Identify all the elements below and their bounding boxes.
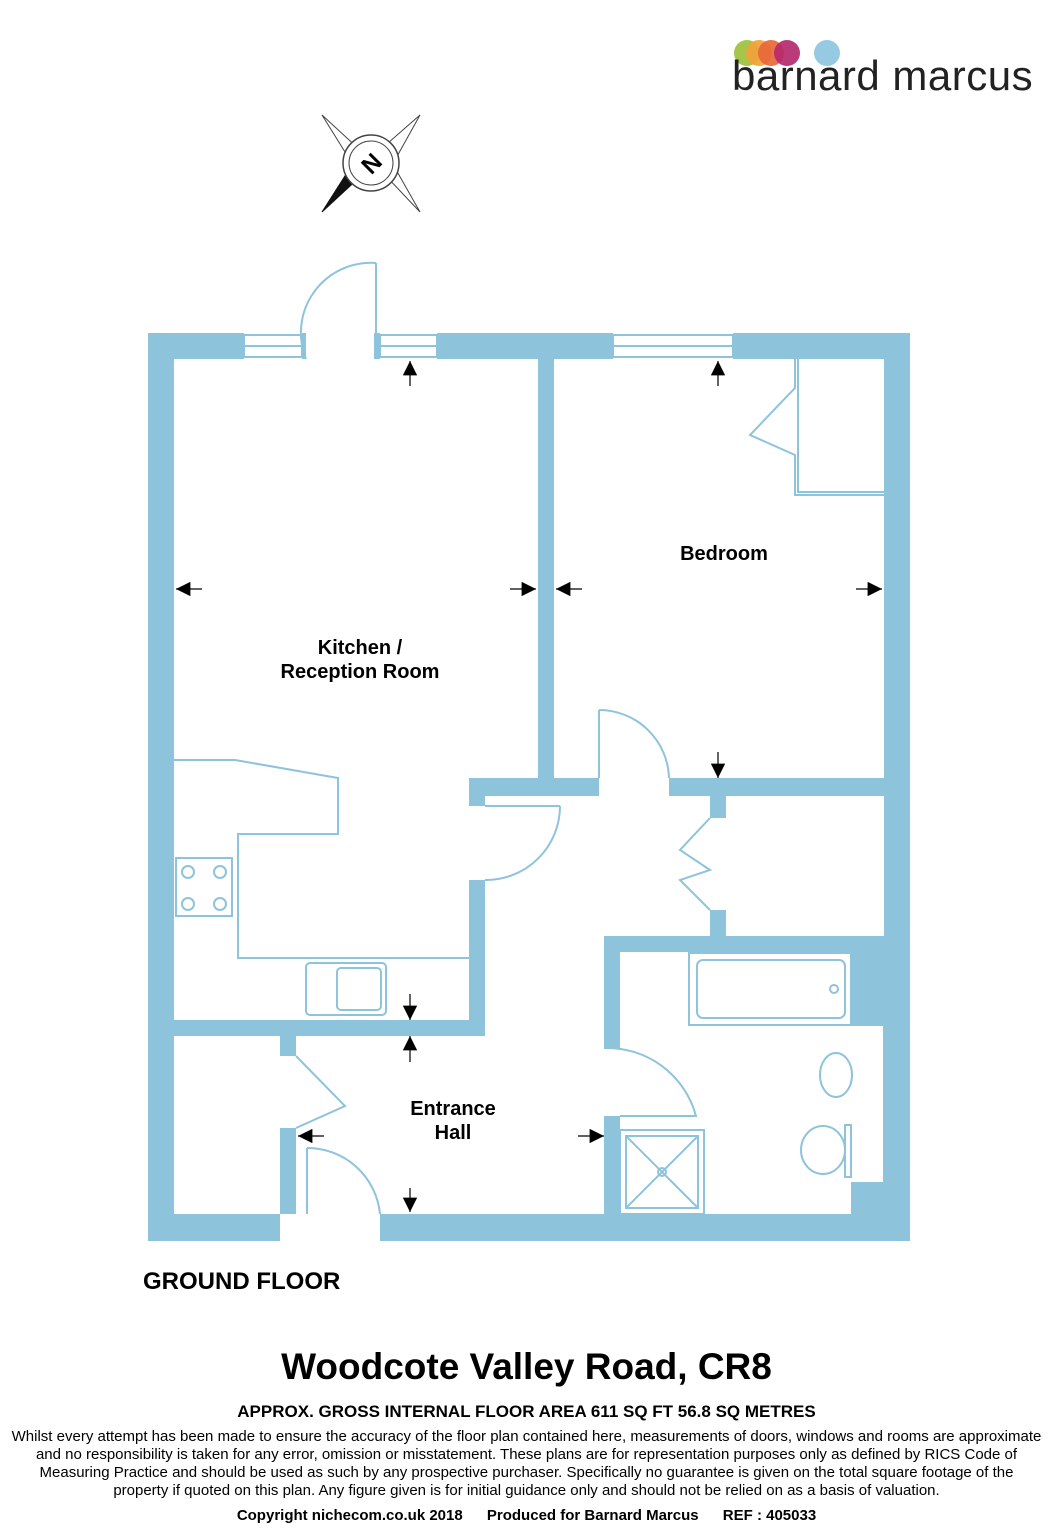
brand-name: barnard marcus xyxy=(732,52,1034,99)
disclaimer: Whilst every attempt has been made to en… xyxy=(11,1428,1042,1499)
room-label-kitchen: Kitchen / Reception Room xyxy=(240,636,480,684)
dimension-arrows xyxy=(176,361,882,1212)
room-label-line: Hall xyxy=(434,1122,472,1144)
room-label-line: Kitchen / xyxy=(317,637,403,659)
footer-produced: Produced for Barnard Marcus xyxy=(486,1507,699,1524)
floor-area: APPROX. GROSS INTERNAL FLOOR AREA 611 SQ… xyxy=(237,1402,816,1421)
compass-icon: N xyxy=(321,114,421,213)
logo-dot xyxy=(774,40,800,66)
property-address: Woodcote Valley Road, CR8 xyxy=(281,1346,772,1387)
brand-logo xyxy=(728,18,1038,98)
floor-label: GROUND FLOOR xyxy=(143,1268,341,1295)
room-label-entrance-hall: Entrance Hall xyxy=(353,1097,553,1145)
footer-ref: REF : 405033 xyxy=(722,1507,817,1524)
walls xyxy=(148,333,910,1241)
floor-plan: N xyxy=(148,114,910,1241)
footer: Copyright nichecom.co.uk 2018 Produced f… xyxy=(0,1507,1053,1524)
room-label-bedroom: Bedroom xyxy=(680,543,768,565)
logo-dot xyxy=(814,40,840,66)
room-label-line: Reception Room xyxy=(280,661,440,683)
room-label-line: Entrance xyxy=(410,1098,496,1120)
plan-lines xyxy=(174,261,885,1215)
footer-copyright: Copyright nichecom.co.uk 2018 xyxy=(236,1507,463,1524)
